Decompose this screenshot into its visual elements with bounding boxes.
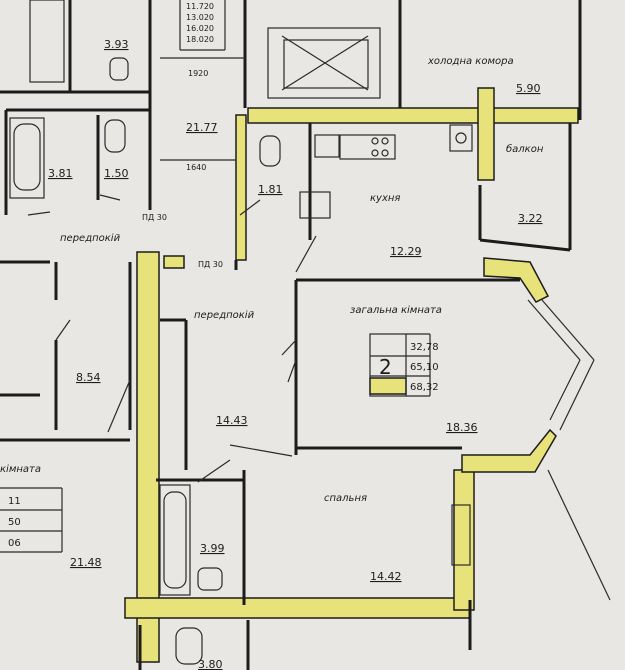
- left-apartment-value-3: 06: [8, 538, 21, 549]
- balcony-area: 3.22: [518, 212, 543, 225]
- kitchen-label: кухня: [370, 193, 400, 204]
- bottom-room-area: 3.80: [198, 658, 223, 670]
- hallway-label: передпокій: [194, 309, 255, 321]
- left-wc-area: 1.50: [104, 167, 129, 180]
- left-apartment-value-2: 50: [8, 517, 21, 528]
- apartment-room-count: 2: [379, 355, 392, 379]
- walls: [0, 0, 582, 670]
- top-area-4: 18.020: [186, 35, 214, 44]
- living-room-area: 18.36: [446, 421, 478, 434]
- door-pd30-a: ПД 30: [142, 213, 167, 222]
- top-area-3: 16.020: [186, 24, 214, 33]
- wc-area: 1.81: [258, 183, 283, 196]
- left-room-area: 8.54: [76, 371, 101, 384]
- apartment-total-with-balcony: 68,32: [410, 382, 439, 393]
- apartment-living-area: 32,78: [410, 342, 439, 353]
- bedroom-area: 14.42: [370, 570, 402, 583]
- left-apartment-value-1: 11: [8, 496, 21, 507]
- yellow-walls: [124, 87, 579, 663]
- top-area-1: 11.720: [186, 2, 214, 11]
- bathroom-area: 3.99: [200, 542, 225, 555]
- door-pd30-b: ПД 30: [198, 260, 223, 269]
- kitchen-area: 12.29: [390, 245, 422, 258]
- corridor-area: 21.77: [186, 121, 218, 134]
- left-big-room-label: кімната: [0, 463, 41, 475]
- hallway-area: 14.43: [216, 414, 248, 427]
- top-area-2: 13.020: [186, 13, 214, 22]
- apartment-total-area: 65,10: [410, 362, 439, 373]
- left-hall-label: передпокій: [60, 232, 121, 244]
- cold-storage-area: 5.90: [516, 82, 541, 95]
- left-bath-area: 3.81: [48, 167, 73, 180]
- left-big-room-area: 21.48: [70, 556, 102, 569]
- bedroom-label: спальня: [324, 493, 367, 504]
- dimension-1640: 1640: [186, 163, 206, 172]
- fixtures: [0, 0, 611, 665]
- dimension-1920: 1920: [188, 69, 208, 78]
- balcony-label: балкон: [506, 143, 544, 155]
- cold-storage-label: холодна комора: [427, 56, 514, 67]
- top-left-bath-area: 3.93: [104, 38, 129, 51]
- living-room-label: загальна кімната: [350, 304, 442, 316]
